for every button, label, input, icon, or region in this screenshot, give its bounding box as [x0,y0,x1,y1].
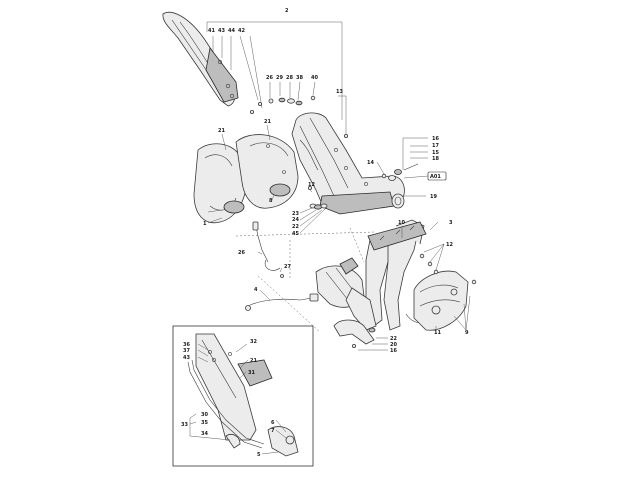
callout-22: 22 [292,224,299,230]
leader-13 [338,95,348,138]
callout-27: 27 [284,264,291,270]
callout-36: 36 [183,342,190,348]
callout-2: 2 [285,8,289,14]
callout-8: 8 [269,198,273,204]
washer-stack [299,185,328,234]
right-leaders [401,221,477,331]
callout-23: 23 [292,211,299,217]
heat-shield-inner [235,134,299,209]
callout-16-lower: 16 [390,348,397,354]
silencer-body [291,112,405,215]
callout-9: 9 [465,330,469,336]
callout-21-right: 21 [264,119,271,125]
callout-38: 38 [296,75,303,81]
callout-22-lower: 22 [390,336,397,342]
callout-44: 44 [228,28,235,34]
fastener-group-upper [249,81,316,115]
exhaust-header [315,219,427,331]
callout-45: 45 [292,231,299,237]
assembly-bracket-2 [206,21,343,120]
callout-1: 1 [203,221,207,227]
callout-3: 3 [449,220,453,226]
assembly-guides [235,227,376,333]
callout-34: 34 [201,431,208,437]
lambda-sensor [245,221,319,311]
callout-31: 31 [248,370,255,376]
callout-37: 37 [183,348,190,354]
callout-26: 26 [266,75,273,81]
callout-19: 19 [430,194,437,200]
callout-7: 7 [271,428,275,434]
lower-gasket [333,319,388,351]
heat-shield-leaders [207,124,275,224]
right-side-fasteners [376,137,447,197]
callout-6: 6 [271,420,275,426]
callout-18: 18 [432,156,439,162]
upper-heat-shield [162,12,239,107]
callout-14: 14 [367,160,374,166]
callout-33: 33 [181,422,188,428]
callout-29: 29 [276,75,283,81]
inset-detail [172,325,314,467]
callout-28: 28 [286,75,293,81]
callout-43-inset: 43 [183,355,190,361]
callout-labels: 2 41 43 44 42 26 29 28 38 40 13 21 21 1 … [181,8,469,458]
callout-A01: A01 [430,174,441,180]
callout-17: 17 [432,143,439,149]
callout-32: 32 [250,339,257,345]
collector-cover [413,270,469,334]
callout-41: 41 [208,28,215,34]
callout-42: 42 [238,28,245,34]
callout-4: 4 [254,287,258,293]
callout-16: 16 [432,136,439,142]
callout-26-lower: 26 [238,250,245,256]
callout-12-upper: 12 [308,182,315,188]
callout-5: 5 [257,452,261,458]
callout-24: 24 [292,217,299,223]
callout-10: 10 [398,220,405,226]
callout-40: 40 [311,75,318,81]
callout-20: 20 [390,342,397,348]
callout-21-inset: 21 [250,358,257,364]
callout-30: 30 [201,412,208,418]
callout-15: 15 [432,150,439,156]
callout-43: 43 [218,28,225,34]
heat-shield-outer [193,143,247,224]
callout-13: 13 [336,89,343,95]
callout-21-upper: 21 [218,128,225,134]
callout-11: 11 [434,330,441,336]
callout-12-lower: 12 [446,242,453,248]
callout-35: 35 [201,420,208,426]
